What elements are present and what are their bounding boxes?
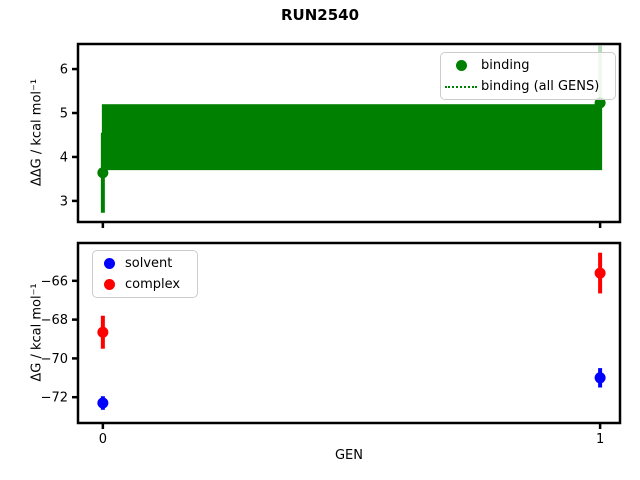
y-tick-label: −72	[41, 391, 68, 406]
legend-label-binding: binding	[481, 58, 530, 73]
y-tick-label: 5	[60, 107, 68, 122]
legend-marker-col	[441, 60, 481, 71]
legend-dg: solvent complex	[92, 250, 198, 298]
legend-marker-col	[93, 258, 125, 269]
legend-item-binding: binding	[441, 55, 607, 76]
x-tick-label: 0	[99, 432, 107, 447]
y-axis-label-dg: ΔG / kcal mol⁻¹	[29, 283, 45, 382]
legend-item-binding-all-gens: binding (all GENS)	[441, 76, 607, 97]
legend-marker-col	[93, 279, 125, 290]
y-tick-label: −68	[41, 313, 68, 328]
complex-data-point	[97, 326, 109, 338]
y-tick-label: −66	[41, 274, 68, 289]
axes-spines	[76, 42, 622, 224]
binding-data-point	[97, 167, 109, 179]
figure-title: RUN2540	[280, 6, 360, 24]
legend-label-binding-all-gens: binding (all GENS)	[481, 79, 600, 94]
solvent-data-point	[594, 372, 606, 384]
solvent-data-point	[97, 397, 109, 409]
y-tick-label: −70	[41, 352, 68, 367]
all-gens-band	[101, 104, 603, 171]
legend-label-solvent: solvent	[125, 256, 173, 271]
legend-label-complex: complex	[125, 277, 181, 292]
axes-spines	[76, 241, 622, 425]
legend-item-solvent: solvent	[93, 253, 189, 274]
legend-item-complex: complex	[93, 274, 189, 295]
x-tick-label: 1	[596, 432, 604, 447]
complex-dot-icon	[103, 279, 115, 290]
binding-dot-icon	[455, 60, 467, 71]
y-tick-label: 6	[60, 63, 68, 78]
complex-data-point	[594, 267, 606, 279]
binding-data-point	[594, 97, 606, 109]
x-axis-label-gen: GEN	[334, 448, 363, 463]
dotted-line-icon	[445, 85, 477, 88]
y-tick-label: 3	[60, 194, 68, 209]
solvent-dot-icon	[103, 258, 115, 269]
legend-binding: binding binding (all GENS)	[440, 52, 616, 100]
y-tick-label: 4	[60, 150, 68, 165]
y-axis-label-ddg: ΔΔG / kcal mol⁻¹	[29, 78, 45, 187]
legend-marker-col	[441, 85, 481, 88]
